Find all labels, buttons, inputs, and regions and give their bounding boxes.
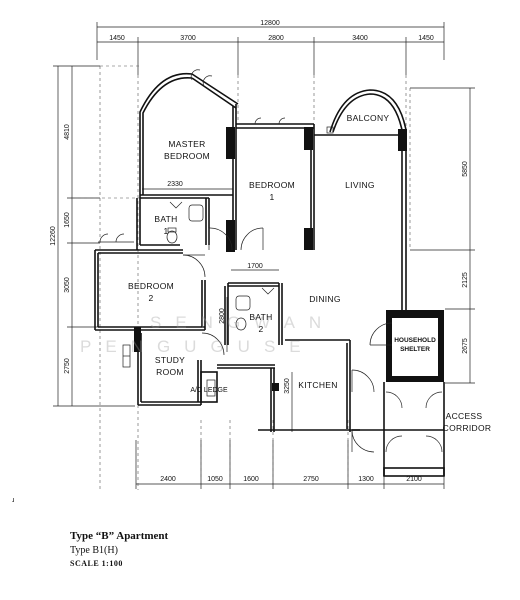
room-label-bedroom-1: BEDROOM bbox=[249, 180, 295, 190]
sanitary-fixtures bbox=[122, 126, 334, 397]
room-label-bedroom-2: BEDROOM bbox=[128, 281, 174, 291]
room-label-study-room: STUDY bbox=[155, 355, 185, 365]
room-label-access-corridor: ACCESS bbox=[446, 411, 483, 421]
room-label-balcony: BALCONY bbox=[347, 113, 390, 123]
dim-top: 3400 bbox=[352, 35, 368, 42]
dim-inner: 3250 bbox=[284, 378, 291, 394]
room-label-bath-2: 2 bbox=[258, 324, 263, 334]
caption-scale: SCALE 1:100 bbox=[70, 559, 123, 568]
watermark: SENGWAN PENGUGUSE bbox=[80, 313, 335, 356]
dim-right: 2675 bbox=[462, 338, 469, 354]
dim-bottom: 2750 bbox=[303, 476, 319, 483]
dimension-lines bbox=[53, 22, 475, 489]
dim-inner: 1700 bbox=[247, 263, 263, 270]
room-label-dining: DINING bbox=[309, 294, 341, 304]
room-label-ac-ledge: A/C LEDGE bbox=[190, 387, 228, 394]
room-label-living: LIVING bbox=[345, 180, 375, 190]
room-label-household-shelter: SHELTER bbox=[400, 346, 430, 353]
room-label-kitchen: KITCHEN bbox=[298, 380, 337, 390]
dim-top: 1450 bbox=[109, 35, 125, 42]
dim-inner: 2330 bbox=[167, 181, 183, 188]
room-label-bedroom-1: 1 bbox=[269, 192, 274, 202]
dimension-labels: 12800 1450 3700 2800 3400 1450 2400 1050… bbox=[50, 20, 469, 483]
dim-bottom: 1600 bbox=[243, 476, 259, 483]
dim-bottom: 1300 bbox=[358, 476, 374, 483]
floor-plan: 12800 1450 3700 2800 3400 1450 2400 1050… bbox=[12, 20, 491, 504]
dim-left: 2750 bbox=[64, 358, 71, 374]
dim-inner: 2800 bbox=[219, 308, 226, 324]
dim-top: 3700 bbox=[180, 35, 196, 42]
stray-mark: ɹ bbox=[12, 497, 14, 504]
room-label-study-room: ROOM bbox=[156, 367, 184, 377]
room-label-master-bedroom: MASTER bbox=[168, 139, 205, 149]
dim-right: 5850 bbox=[462, 161, 469, 177]
room-labels: MASTER BEDROOM BALCONY BEDROOM 1 LIVING … bbox=[128, 113, 491, 433]
dim-top: 2800 bbox=[268, 35, 284, 42]
room-label-bedroom-2: 2 bbox=[148, 293, 153, 303]
dim-bottom: 1050 bbox=[207, 476, 223, 483]
room-label-bath-1: BATH bbox=[154, 214, 177, 224]
room-label-master-bedroom: BEDROOM bbox=[164, 151, 210, 161]
walls bbox=[94, 72, 445, 477]
room-label-household-shelter: HOUSEHOLD bbox=[394, 337, 436, 344]
dim-left-total: 12260 bbox=[50, 226, 57, 246]
structural-columns bbox=[134, 127, 407, 391]
dim-top-total: 12800 bbox=[260, 20, 280, 27]
dim-left: 4810 bbox=[64, 124, 71, 140]
dim-top: 1450 bbox=[418, 35, 434, 42]
caption-type: Type B1(H) bbox=[70, 545, 118, 556]
dim-left: 1650 bbox=[64, 212, 71, 228]
room-label-bath-2: BATH bbox=[249, 312, 272, 322]
door-swings bbox=[98, 69, 443, 453]
watermark-line-2: PENGUGUSE bbox=[80, 337, 315, 356]
dim-bottom: 2100 bbox=[406, 476, 422, 483]
grid-lines bbox=[72, 65, 411, 490]
room-label-access-corridor: CORRIDOR bbox=[443, 423, 492, 433]
watermark-line-1: SENGWAN bbox=[150, 313, 335, 332]
dim-bottom: 2400 bbox=[160, 476, 176, 483]
caption-title: Type “B” Apartment bbox=[70, 530, 169, 542]
dim-right: 2125 bbox=[462, 272, 469, 288]
room-label-bath-1: 1 bbox=[163, 226, 168, 236]
dim-left: 3050 bbox=[64, 277, 71, 293]
